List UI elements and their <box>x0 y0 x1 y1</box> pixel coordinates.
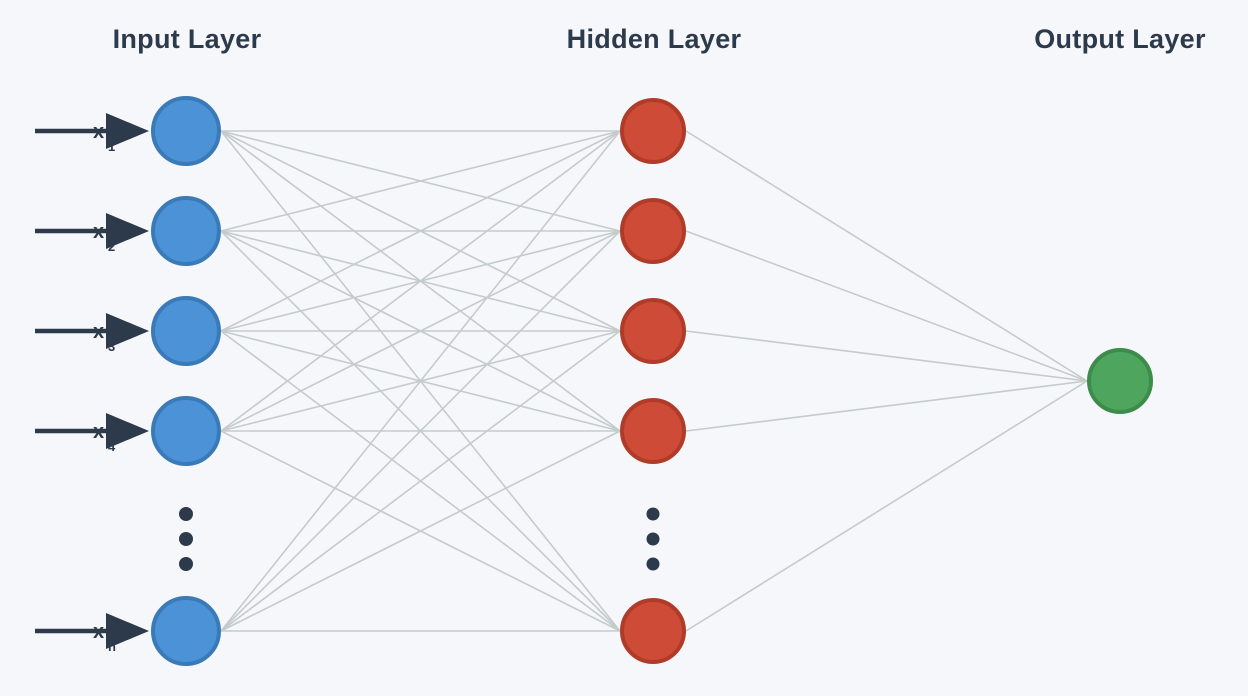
input-arrowhead-icon <box>106 113 149 149</box>
input-ellipsis-dot <box>179 507 193 521</box>
input-node <box>151 396 221 466</box>
edge-hidden-to-output <box>685 380 1088 632</box>
input-ellipsis-dot <box>179 557 193 571</box>
input-label-subscript: 4 <box>108 439 116 454</box>
input-label-base: x <box>93 621 104 643</box>
input-label-base: x <box>93 221 104 243</box>
input-node <box>151 596 221 666</box>
input-label-subscript: n <box>108 639 116 654</box>
input-arrowhead-icon <box>106 313 149 349</box>
input-arrowhead-icon <box>106 413 149 449</box>
hidden-layer-title: Hidden Layer <box>566 24 742 54</box>
input-node <box>151 96 221 166</box>
input-label-base: x <box>93 421 104 443</box>
edge-hidden-to-output <box>685 380 1088 432</box>
hidden-node <box>620 198 686 264</box>
output-layer-title: Output Layer <box>1034 24 1206 54</box>
edge-input-to-hidden <box>220 130 621 632</box>
input-label-base: x <box>93 321 104 343</box>
input-label-base: x <box>93 121 104 143</box>
edge-hidden-to-output <box>685 230 1088 382</box>
hidden-ellipsis-dot <box>646 557 660 571</box>
input-arrowhead-icon <box>106 213 149 249</box>
hidden-node <box>620 98 686 164</box>
edge-hidden-to-output <box>685 130 1088 382</box>
edge-input-to-hidden <box>220 130 621 432</box>
input-arrowhead-icon <box>106 613 149 649</box>
input-ellipsis-dot <box>179 532 193 546</box>
edge-input-to-hidden <box>220 330 621 632</box>
input-layer-title: Input Layer <box>112 24 262 54</box>
edge-input-to-hidden <box>220 130 621 232</box>
edge-hidden-to-output <box>685 330 1088 382</box>
edge-input-to-hidden <box>220 230 621 632</box>
edge-input-to-hidden <box>220 130 621 332</box>
hidden-node <box>620 298 686 364</box>
hidden-node <box>620 398 686 464</box>
hidden-ellipsis-dot <box>646 532 660 546</box>
hidden-node <box>620 598 686 664</box>
input-node <box>151 196 221 266</box>
input-node <box>151 296 221 366</box>
output-node <box>1087 348 1153 414</box>
edge-input-to-hidden <box>220 430 621 632</box>
hidden-ellipsis-dot <box>646 507 660 521</box>
edge-input-to-hidden <box>220 230 621 432</box>
